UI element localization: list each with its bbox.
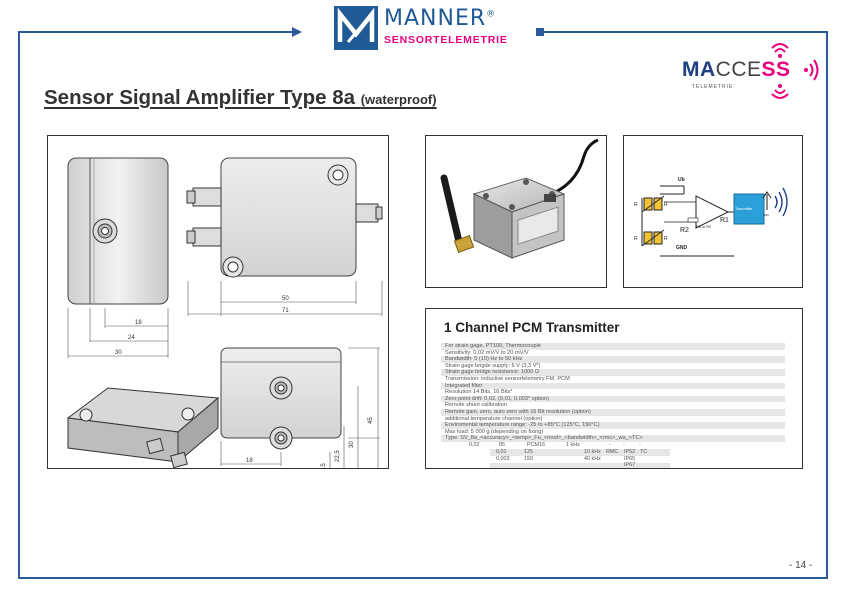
signal-icon [774, 195, 778, 209]
brand-subtitle: SENSORTELEMETRIE [384, 34, 508, 46]
dim-50: 50 [282, 296, 289, 302]
bridge-r1-label: R [634, 202, 638, 208]
rg-label: RG or RV [696, 225, 712, 229]
spec-row: Strain gage brigde supply: 6 V (3,3 V*) [445, 362, 541, 369]
spec-row: Remote gain, zero, auto zero with 16 Bit… [441, 409, 785, 416]
dim-18: 18 [135, 320, 142, 326]
bridge-r4-label: R [664, 236, 668, 242]
spec-row: Bandwidth: 0 (10) Hz to 50 kHz [441, 356, 785, 363]
type-cell: 10 kHz [584, 449, 601, 455]
ub-label: Ub [678, 177, 685, 183]
gnd-label: GND [676, 245, 688, 251]
type-cell: 125 [524, 449, 533, 455]
type-row: 0,02 85 PCM16 1 kHz - - - [441, 442, 785, 449]
frame-arrow-icon [292, 27, 302, 37]
circuit-diagram: R R R R Ub GND R2 RG or RV R1 Transmitte… [634, 177, 788, 257]
type-cell: - [639, 442, 641, 448]
frame-line-top-left [18, 31, 294, 33]
r1-label: R1 [720, 217, 729, 224]
dim-71: 71 [282, 308, 289, 314]
dim-45: 45 [368, 417, 374, 424]
wifi-label: WiFi [763, 213, 769, 217]
manner-logo-icon [334, 6, 378, 50]
dim-18-h: 18 [246, 458, 253, 464]
frame-line-left [18, 31, 20, 579]
bridge-r3-label: R [634, 236, 638, 242]
type-cell: 1 kHz [566, 442, 580, 448]
frame-line-top-right [538, 31, 828, 33]
technical-drawing-panel: 18 24 30 50 71 [47, 135, 389, 472]
type-cell: 0,01 [496, 449, 507, 455]
r2-label: R2 [680, 227, 689, 234]
spec-row: Sensitivity: 0,02 mV/V to 20 mV/V [445, 349, 529, 356]
dim-24: 24 [128, 335, 135, 341]
spec-row: Transmission: inductive sensortelemetry … [445, 376, 570, 382]
type-cell: - [609, 442, 611, 448]
spec-row: Integrated filter [441, 382, 785, 390]
page-number: - 14 - [789, 560, 813, 571]
transmitter-label: Transmitter [735, 207, 753, 211]
type-row: IP67 [490, 462, 670, 468]
type-cell: - [623, 442, 625, 448]
spec-row: Type: SV_8a_<accuracy>_<temp>_Fu_<mod>_<… [441, 435, 785, 442]
bridge-r2-label: R [664, 202, 668, 208]
type-cell: IP65 [624, 456, 636, 462]
spec-sheet-title: 1 Channel PCM Transmitter [444, 320, 620, 335]
maccess-logo: MACCESS [682, 58, 791, 81]
spec-row: Resolution 14 Bits, 16 Bits* [445, 389, 513, 396]
type-cell: 150 [524, 456, 533, 462]
dim-15: 15 [321, 463, 327, 468]
maccess-subtitle: TELEMETRIE [692, 84, 734, 90]
type-cell: 85 [499, 442, 505, 448]
device-photo [440, 138, 599, 259]
frame-line-right [826, 31, 828, 579]
type-cell: 0,02 [469, 442, 480, 448]
type-cell: IP52 [624, 449, 636, 455]
type-cell: 0,003 [496, 456, 510, 462]
spec-row: Max load: 5 000 g (depending on fixing) [445, 428, 544, 435]
technical-drawing: 18 24 30 50 71 [66, 157, 383, 472]
device-photo-panel [425, 135, 607, 288]
dim-22-5: 22,5 [335, 450, 341, 462]
type-cell: IP67 [624, 462, 636, 468]
spec-row: Zero point drift: 0,02, (0,01, 0,003* op… [441, 395, 785, 403]
spec-row: Strain gage bridge resistance: 1000 Ω [441, 369, 785, 376]
dim-30-v: 30 [349, 441, 355, 448]
brand-name: MANNER® [384, 6, 497, 31]
spec-row: additional temperature channel (option) [445, 415, 543, 422]
type-cell: PCM16 [527, 442, 545, 448]
wireless-signal-icon [771, 43, 819, 99]
spec-row: Enviromental temperature range: -25 to +… [441, 422, 785, 429]
spec-row: For strain gage, PT100, Thermocouple [441, 343, 785, 350]
dim-30: 30 [115, 350, 122, 356]
frame-line-bottom [18, 577, 828, 579]
spec-row: Remote shunt calibration [445, 402, 507, 409]
circuit-diagram-panel: R R R R Ub GND R2 RG or RV R1 Transmitte… [623, 135, 803, 288]
type-cell: RMC [606, 449, 619, 455]
type-cell: 40 kHz [584, 456, 601, 462]
page-title: Sensor Signal Amplifier Type 8a (waterpr… [44, 86, 437, 109]
type-row: 0,003 150 40 kHz IP65 [490, 456, 670, 463]
type-cell: TC [640, 449, 648, 455]
type-row: 0,01 125 10 kHz RMC IP52 TC [490, 449, 670, 456]
